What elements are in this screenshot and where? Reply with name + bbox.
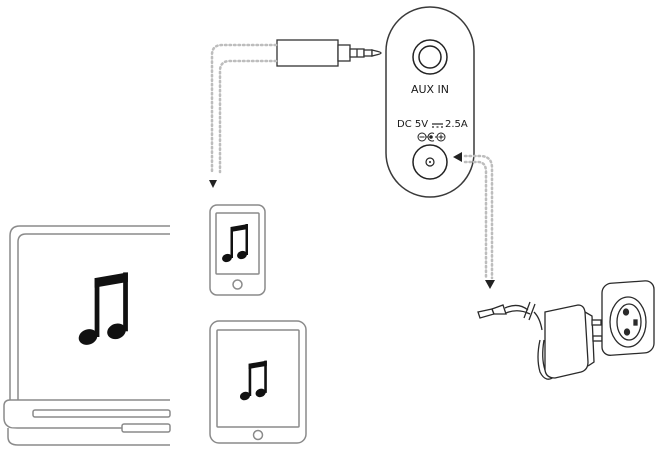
power-cable-dotted	[463, 154, 494, 280]
power-adapter	[477, 301, 603, 380]
laptop	[3, 225, 171, 446]
arrow-down-icon	[209, 180, 217, 188]
wall-socket	[601, 280, 655, 356]
aux-in-label: AUX IN	[411, 83, 449, 96]
dc-power-socket[interactable]	[412, 144, 448, 180]
arrow-left-icon	[453, 152, 462, 162]
smartphone	[209, 204, 266, 296]
audio-plug	[276, 39, 382, 67]
tablet	[209, 320, 307, 444]
dc-symbol-icon	[432, 123, 443, 128]
aux-in-jack[interactable]	[412, 39, 448, 75]
current-label: 2.5A	[445, 119, 468, 130]
arrow-down-icon	[485, 280, 495, 289]
dc-voltage-label: DC 5V	[397, 119, 428, 130]
audio-cable-dotted	[210, 43, 278, 174]
device-panel: AUX IN DC 5V 2.5A	[385, 6, 475, 198]
polarity-symbol-icon	[417, 132, 446, 142]
